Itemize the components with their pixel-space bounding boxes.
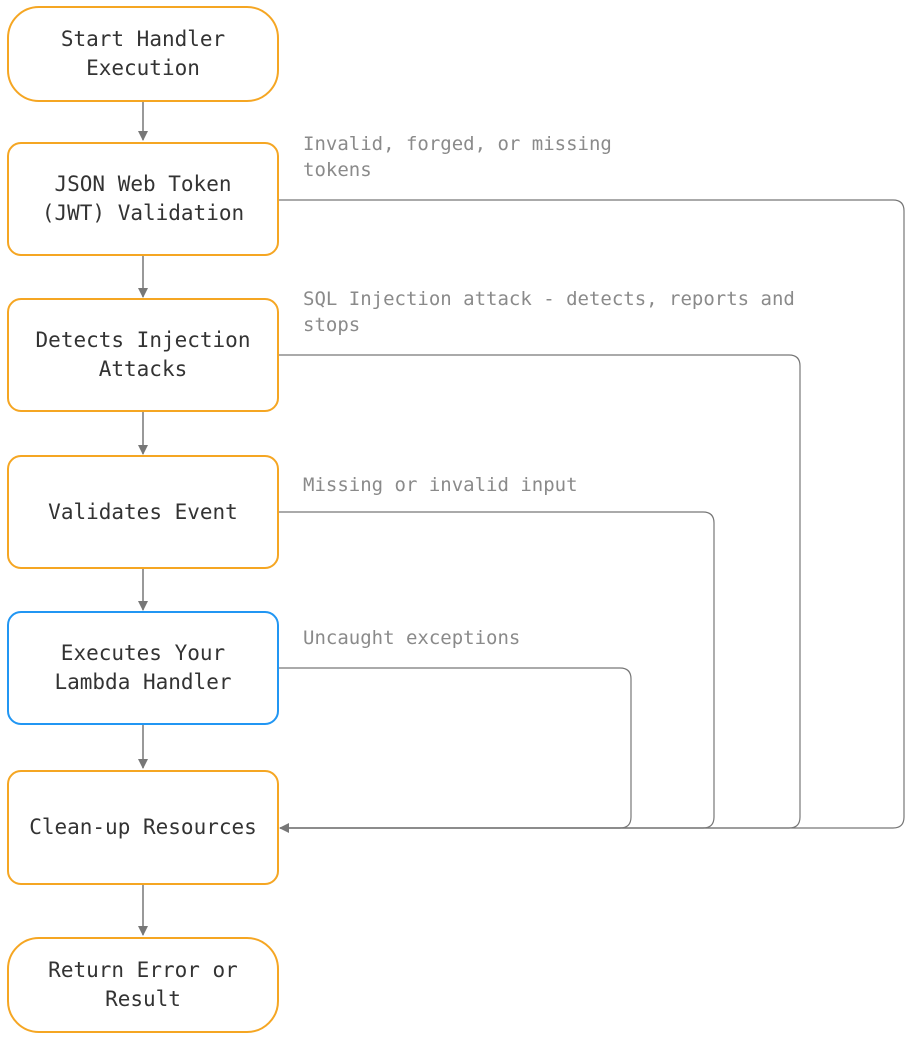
return-node: Return Error or Result: [7, 937, 279, 1033]
jwt-validation-node: JSON Web Token (JWT) Validation: [7, 142, 279, 256]
error-path-injection: [279, 354, 801, 829]
edge-label-execute: Uncaught exceptions: [303, 627, 521, 649]
start-handler-node: Start Handler Execution: [7, 6, 279, 102]
execute-handler-node: Executes Your Lambda Handler: [7, 611, 279, 725]
error-path-validate: [279, 511, 715, 829]
cleanup-resources-node: Clean-up Resources: [7, 770, 279, 885]
edge-label-validate: Missing or invalid input: [303, 474, 578, 496]
error-path-execute: [279, 667, 632, 829]
error-path-jwt: [279, 199, 905, 833]
injection-detection-node: Detects Injection Attacks: [7, 298, 279, 412]
edge-label-injection: SQL Injection attack - detects, reports …: [303, 288, 795, 336]
edge-label-jwt: Invalid, forged, or missing tokens: [303, 133, 612, 181]
validate-event-node: Validates Event: [7, 455, 279, 569]
